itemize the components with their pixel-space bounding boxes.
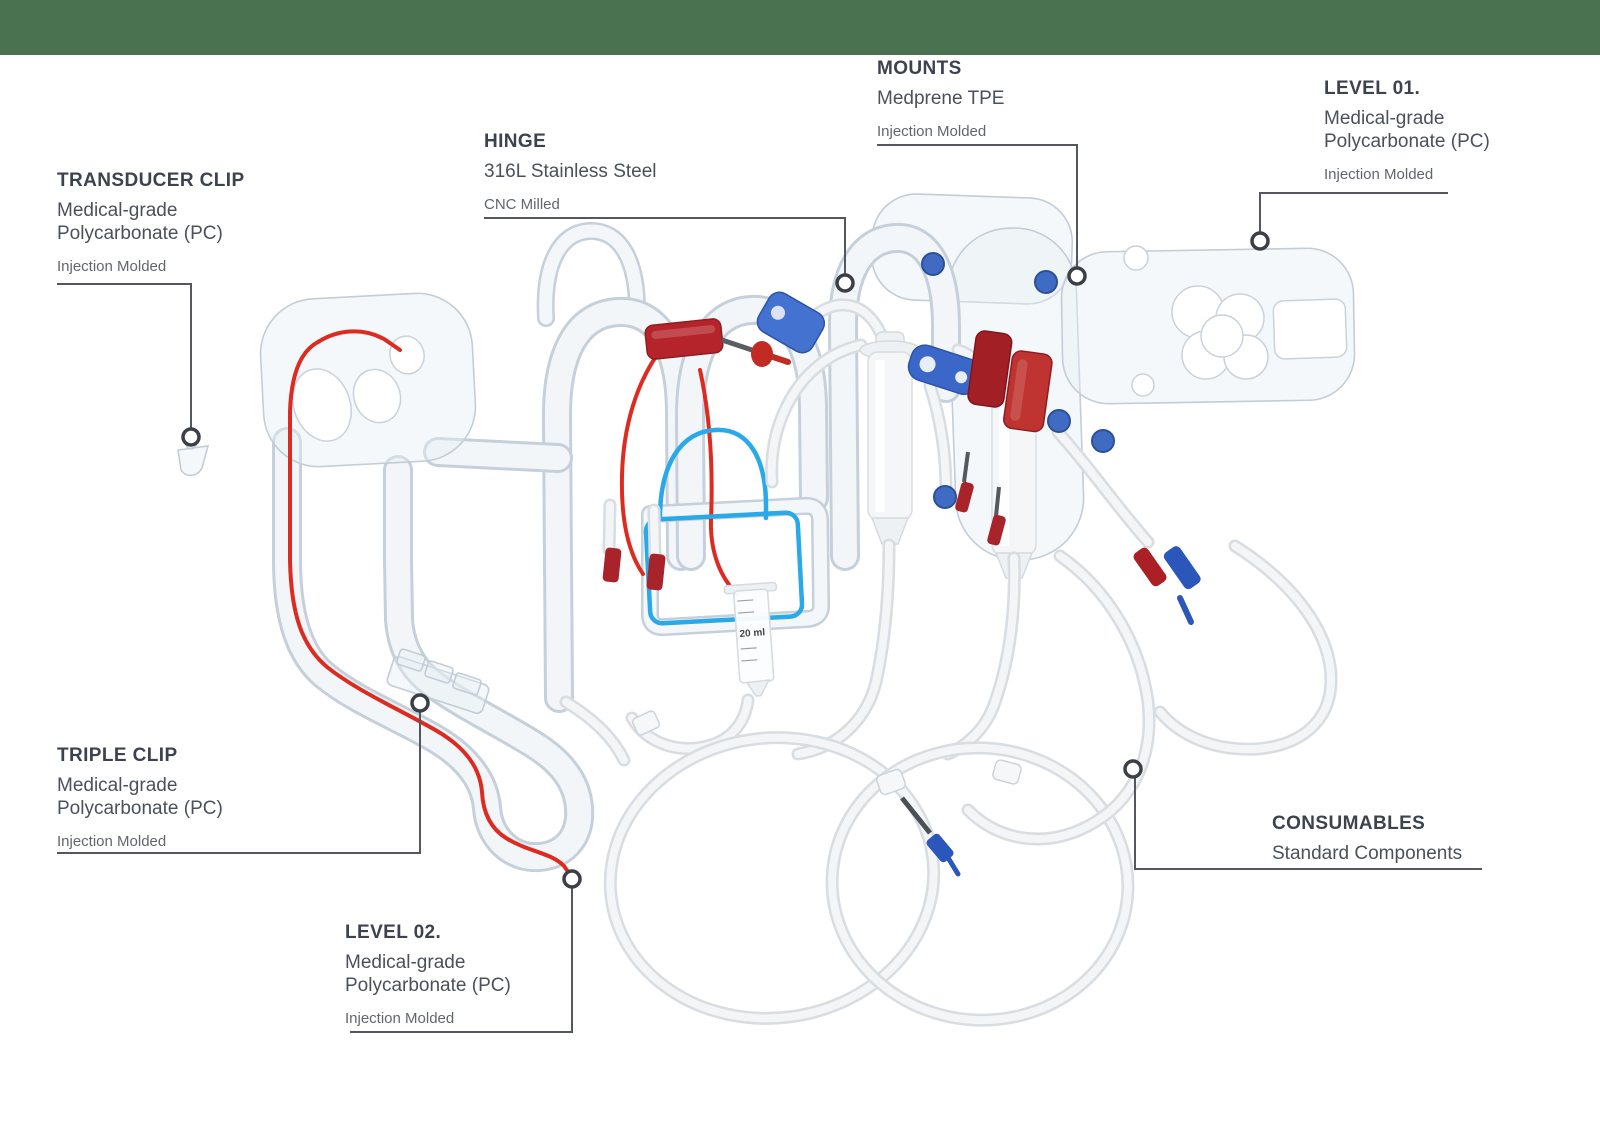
callout-consumables: CONSUMABLES Standard Components bbox=[1272, 812, 1502, 865]
cyan-tube-arch bbox=[657, 427, 769, 521]
red-luer-caps bbox=[602, 451, 1006, 591]
red-roller-clamp bbox=[967, 330, 1013, 408]
drip-chamber-1 bbox=[859, 331, 921, 545]
blue-luer-tip bbox=[1177, 595, 1194, 625]
callout-material: Standard Components bbox=[1272, 843, 1463, 864]
top-banner bbox=[0, 0, 1600, 55]
callout-process: Injection Molded bbox=[57, 258, 167, 275]
callout-title: CONSUMABLES bbox=[1272, 813, 1426, 834]
callout-title: TRIPLE CLIP bbox=[57, 745, 178, 766]
leader-lines bbox=[57, 144, 1482, 1033]
callout-hinge: HINGE 316L Stainless Steel CNC Milled bbox=[484, 130, 724, 213]
callout-title: TRANSDUCER CLIP bbox=[57, 170, 245, 191]
callout-material: 316L Stainless Steel bbox=[484, 161, 657, 182]
callout-title: LEVEL 02. bbox=[345, 922, 442, 943]
syringe: 20 ml bbox=[723, 581, 778, 697]
marker-hinge bbox=[835, 273, 855, 293]
callout-triple-clip: TRIPLE CLIP Medical-grade Polycarbonate … bbox=[57, 744, 257, 850]
tube-clips bbox=[631, 710, 1022, 796]
plate-hole bbox=[1123, 245, 1149, 271]
back-thin-arch bbox=[536, 222, 646, 327]
tpe-mounts bbox=[921, 252, 1115, 509]
catheter-luer-pair bbox=[1133, 546, 1201, 590]
callout-transducer-clip: TRANSDUCER CLIP Medical-grade Polycarbon… bbox=[57, 169, 257, 275]
marker-level-01 bbox=[1250, 231, 1270, 251]
callout-process: Injection Molded bbox=[877, 123, 987, 140]
callout-process: Injection Molded bbox=[345, 1010, 455, 1027]
blue-pinch-clamp bbox=[756, 291, 826, 354]
plate-middle bbox=[541, 295, 831, 713]
callout-mounts: MOUNTS Medprene TPE Injection Molded bbox=[877, 57, 1117, 140]
red-tube-left bbox=[288, 340, 573, 878]
flower-cutout bbox=[1171, 285, 1269, 380]
red-pinch-clamp bbox=[644, 318, 724, 360]
callout-material: Medprene TPE bbox=[877, 88, 1005, 109]
callout-level-02: LEVEL 02. Medical-grade Polycarbonate (P… bbox=[345, 921, 545, 1027]
plate-hole bbox=[1131, 373, 1155, 397]
callout-material: Medical-grade Polycarbonate (PC) bbox=[1324, 108, 1490, 152]
red-roller-clamp-2 bbox=[1003, 350, 1053, 433]
callout-process: Injection Molded bbox=[1324, 166, 1434, 183]
callout-material: Medical-grade Polycarbonate (PC) bbox=[57, 775, 223, 819]
syringe-volume-label: 20 ml bbox=[739, 627, 765, 640]
callout-title: MOUNTS bbox=[877, 58, 962, 79]
callout-process: Injection Molded bbox=[57, 833, 167, 850]
tubing-loops bbox=[559, 538, 1338, 1027]
triple-clip-part bbox=[386, 648, 490, 714]
callout-title: HINGE bbox=[484, 131, 547, 152]
catheter-tip bbox=[900, 796, 961, 877]
spike-connector bbox=[721, 337, 791, 367]
marker-transducer-clip bbox=[181, 427, 201, 447]
rect-cutout bbox=[1272, 298, 1348, 360]
callout-material: Medical-grade Polycarbonate (PC) bbox=[57, 200, 223, 244]
marker-consumables bbox=[1123, 759, 1143, 779]
red-tube-left-top bbox=[316, 329, 402, 352]
callout-process: CNC Milled bbox=[484, 196, 560, 213]
marker-level-02 bbox=[562, 869, 582, 889]
callout-material: Medical-grade Polycarbonate (PC) bbox=[345, 952, 511, 996]
marker-mounts bbox=[1067, 266, 1087, 286]
callout-level-01: LEVEL 01. Medical-grade Polycarbonate (P… bbox=[1324, 77, 1524, 183]
plate-level-01 bbox=[947, 227, 1356, 561]
plate-level-02 bbox=[259, 292, 595, 878]
marker-triple-clip bbox=[410, 693, 430, 713]
callout-title: LEVEL 01. bbox=[1324, 78, 1421, 99]
